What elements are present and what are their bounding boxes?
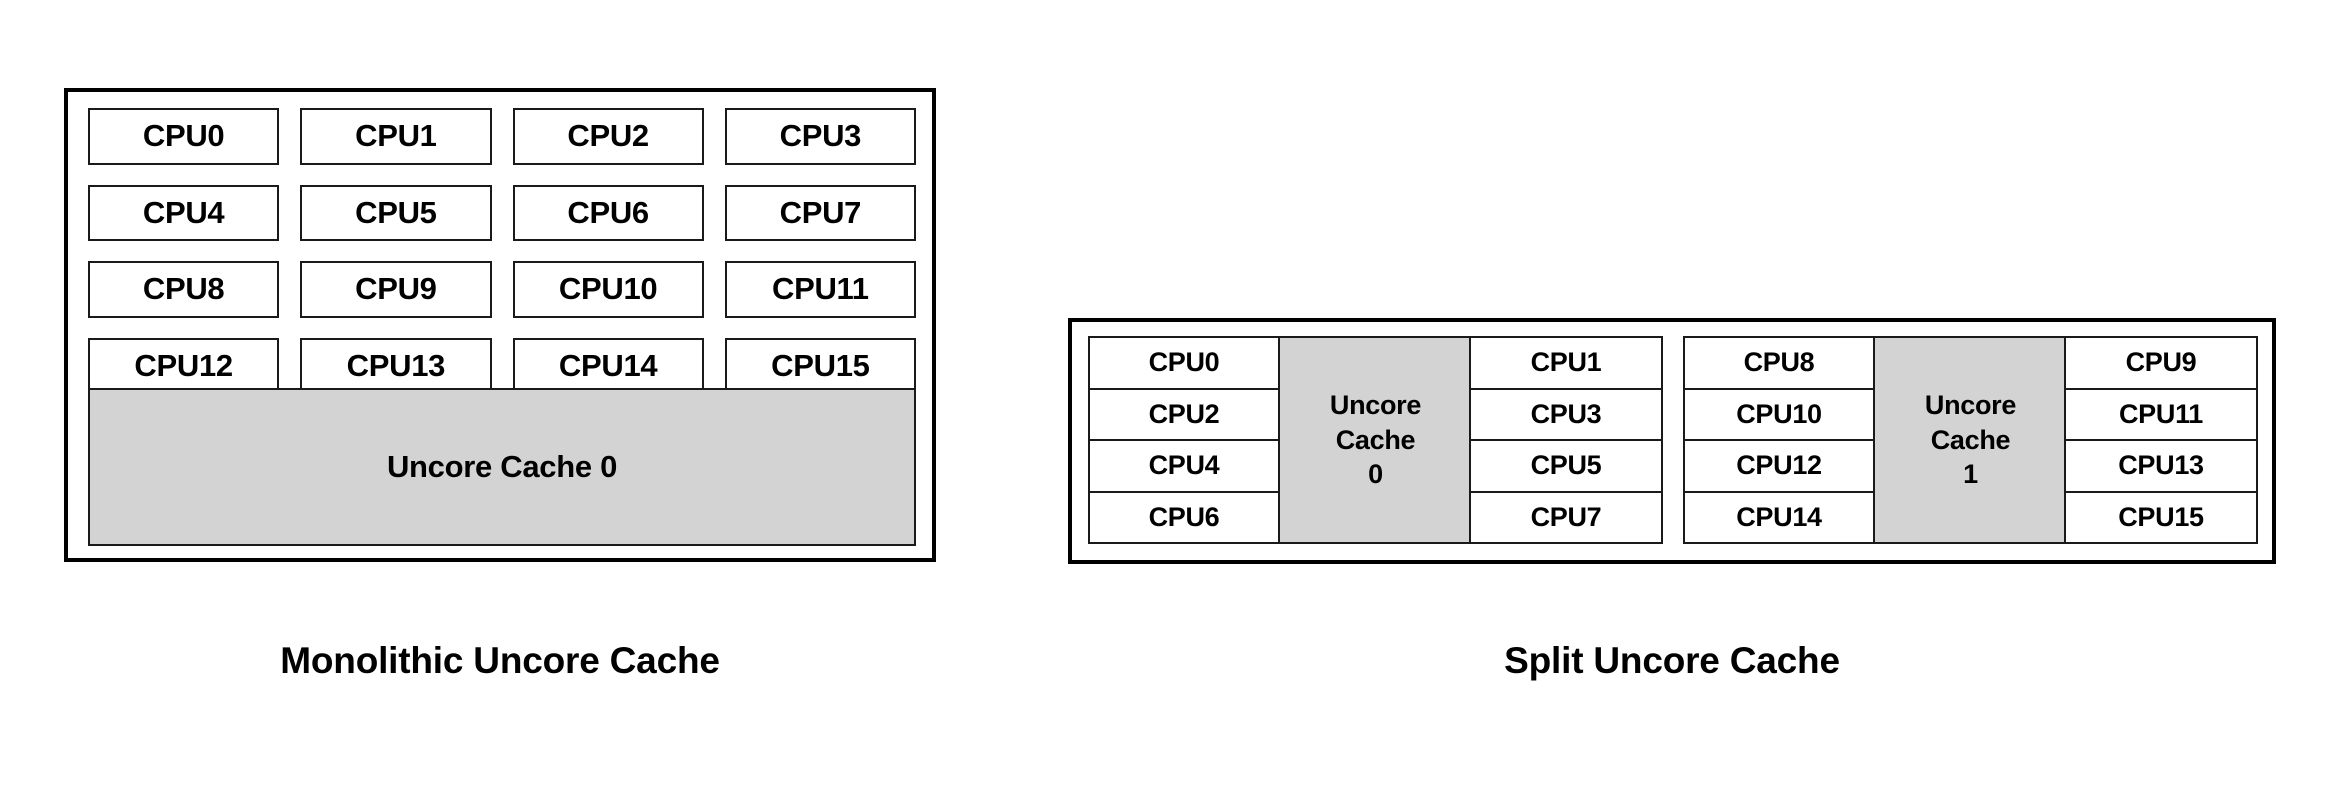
cpu-box: CPU8 <box>1683 336 1875 390</box>
split-cpu-column-right: CPU9 CPU11 CPU13 CPU15 <box>2064 336 2258 544</box>
cpu-box: CPU12 <box>88 337 280 394</box>
cpu-box: CPU14 <box>1683 490 1875 544</box>
cpu-box: CPU7 <box>724 184 916 241</box>
cpu-box: CPU9 <box>2064 336 2258 390</box>
cpu-box: CPU5 <box>1469 439 1663 493</box>
split-cpu-column-left: CPU0 CPU2 CPU4 CPU6 <box>1088 336 1280 544</box>
uncore-cache-line-1: Uncore <box>1924 390 2017 421</box>
uncore-cache-box: Uncore Cache 0 <box>1278 336 1473 544</box>
split-cache-column: Uncore Cache 0 <box>1278 336 1473 544</box>
split-figure-caption: Split Uncore Cache <box>1504 640 1840 681</box>
uncore-cache-box: Uncore Cache 1 <box>1873 336 2068 544</box>
cpu-box: CPU4 <box>1088 439 1280 493</box>
cpu-box: CPU10 <box>1683 387 1875 441</box>
cpu-box: CPU2 <box>1088 387 1280 441</box>
cpu-box: CPU9 <box>300 261 492 318</box>
split-cache-group: CPU8 CPU10 CPU12 CPU14 Uncore Cache 1 CP… <box>1683 336 2258 544</box>
split-uncore-cache-figure: CPU0 CPU2 CPU4 CPU6 Uncore Cache 0 CPU1 … <box>1068 318 2276 564</box>
uncore-cache-line-1: Uncore <box>1329 390 1422 421</box>
cpu-box: CPU7 <box>1469 490 1663 544</box>
cpu-box: CPU15 <box>2064 490 2258 544</box>
uncore-cache-line-3: 1 <box>1963 459 1978 490</box>
cpu-box: CPU5 <box>300 184 492 241</box>
uncore-cache-box: Uncore Cache 0 <box>88 388 916 546</box>
split-cache-column: Uncore Cache 1 <box>1873 336 2068 544</box>
cpu-box: CPU14 <box>512 337 704 394</box>
cpu-box: CPU1 <box>1469 336 1663 390</box>
uncore-cache-line-2: Cache <box>1930 424 2011 455</box>
monolithic-figure-caption: Monolithic Uncore Cache <box>280 640 720 681</box>
cpu-box: CPU6 <box>512 184 704 241</box>
cpu-box: CPU8 <box>88 261 280 318</box>
cpu-box: CPU0 <box>88 108 280 165</box>
cpu-box: CPU11 <box>724 261 916 318</box>
split-cache-group: CPU0 CPU2 CPU4 CPU6 Uncore Cache 0 CPU1 … <box>1088 336 1663 544</box>
split-cpu-column-left: CPU8 CPU10 CPU12 CPU14 <box>1683 336 1875 544</box>
cpu-box: CPU15 <box>724 337 916 394</box>
cpu-box: CPU6 <box>1088 490 1280 544</box>
uncore-cache-line-3: 0 <box>1368 459 1383 490</box>
monolithic-uncore-cache-figure: CPU0 CPU1 CPU2 CPU3 CPU4 CPU5 CPU6 CPU7 … <box>64 88 936 562</box>
cpu-box: CPU4 <box>88 184 280 241</box>
cpu-box: CPU2 <box>512 108 704 165</box>
cpu-box: CPU10 <box>512 261 704 318</box>
cpu-box: CPU13 <box>300 337 492 394</box>
monolithic-cpu-grid: CPU0 CPU1 CPU2 CPU3 CPU4 CPU5 CPU6 CPU7 … <box>88 108 916 394</box>
cpu-box: CPU0 <box>1088 336 1280 390</box>
cpu-box: CPU3 <box>724 108 916 165</box>
split-cpu-column-right: CPU1 CPU3 CPU5 CPU7 <box>1469 336 1663 544</box>
uncore-cache-line-2: Cache <box>1335 424 1416 455</box>
cpu-box: CPU11 <box>2064 387 2258 441</box>
cpu-box: CPU12 <box>1683 439 1875 493</box>
cpu-box: CPU3 <box>1469 387 1663 441</box>
cpu-box: CPU1 <box>300 108 492 165</box>
cpu-box: CPU13 <box>2064 439 2258 493</box>
